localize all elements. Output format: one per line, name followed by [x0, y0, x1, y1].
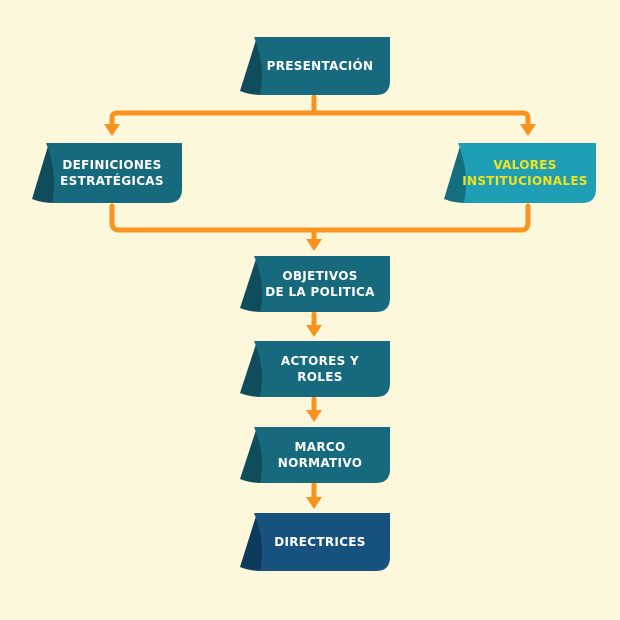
node-shape	[32, 143, 182, 203]
node-flap	[240, 259, 262, 312]
node-body	[254, 341, 390, 397]
node-body	[254, 256, 390, 312]
arrowhead-actores	[306, 325, 322, 337]
connector-presentacion-split	[109, 94, 531, 129]
node-flap	[240, 516, 262, 571]
node-body	[254, 427, 390, 483]
node-body	[46, 143, 182, 203]
node-presentacion: PRESENTACIÓN	[240, 37, 390, 95]
node-objetivos-politica: OBJETIVOS DE LA POLITICA	[240, 256, 390, 312]
node-directrices-label: DIRECTRICES	[274, 535, 366, 549]
node-valores-label: VALORES INSTITUCIONALES	[462, 158, 588, 188]
node-presentacion-label: PRESENTACIÓN	[266, 59, 374, 73]
connector-merge	[109, 203, 531, 244]
node-shape	[444, 143, 596, 203]
arrowhead-definiciones	[104, 124, 120, 136]
node-shape	[240, 341, 390, 397]
node-flap	[444, 146, 466, 203]
node-actores-label: ACTORES Y ROLES	[280, 354, 360, 384]
arrowhead-valores	[520, 124, 536, 136]
node-body	[458, 143, 596, 203]
node-body	[254, 37, 390, 95]
node-body	[254, 513, 390, 571]
arrowhead-marco	[306, 410, 322, 422]
node-shape	[240, 256, 390, 312]
node-definiciones-estrategicas: DEFINICIONES ESTRATÉGICAS	[32, 143, 182, 203]
node-flap	[240, 344, 262, 397]
node-shape	[240, 37, 390, 95]
node-flap	[240, 40, 262, 95]
node-directrices: DIRECTRICES	[240, 513, 390, 571]
node-marco-normativo: MARCO NORMATIVO	[240, 427, 390, 483]
node-flap	[240, 430, 262, 483]
arrowhead-directrices	[306, 497, 322, 509]
node-objetivos-label: OBJETIVOS DE LA POLITICA	[265, 269, 375, 299]
node-shape	[240, 427, 390, 483]
node-actores-roles: ACTORES Y ROLES	[240, 341, 390, 397]
node-valores-institucionales: VALORES INSTITUCIONALES	[444, 143, 596, 203]
node-definiciones-label: DEFINICIONES ESTRATÉGICAS	[60, 158, 164, 188]
node-marco-label: MARCO NORMATIVO	[277, 440, 363, 470]
node-shape	[240, 513, 390, 571]
node-flap	[32, 146, 54, 203]
arrowhead-objetivos	[306, 239, 322, 251]
